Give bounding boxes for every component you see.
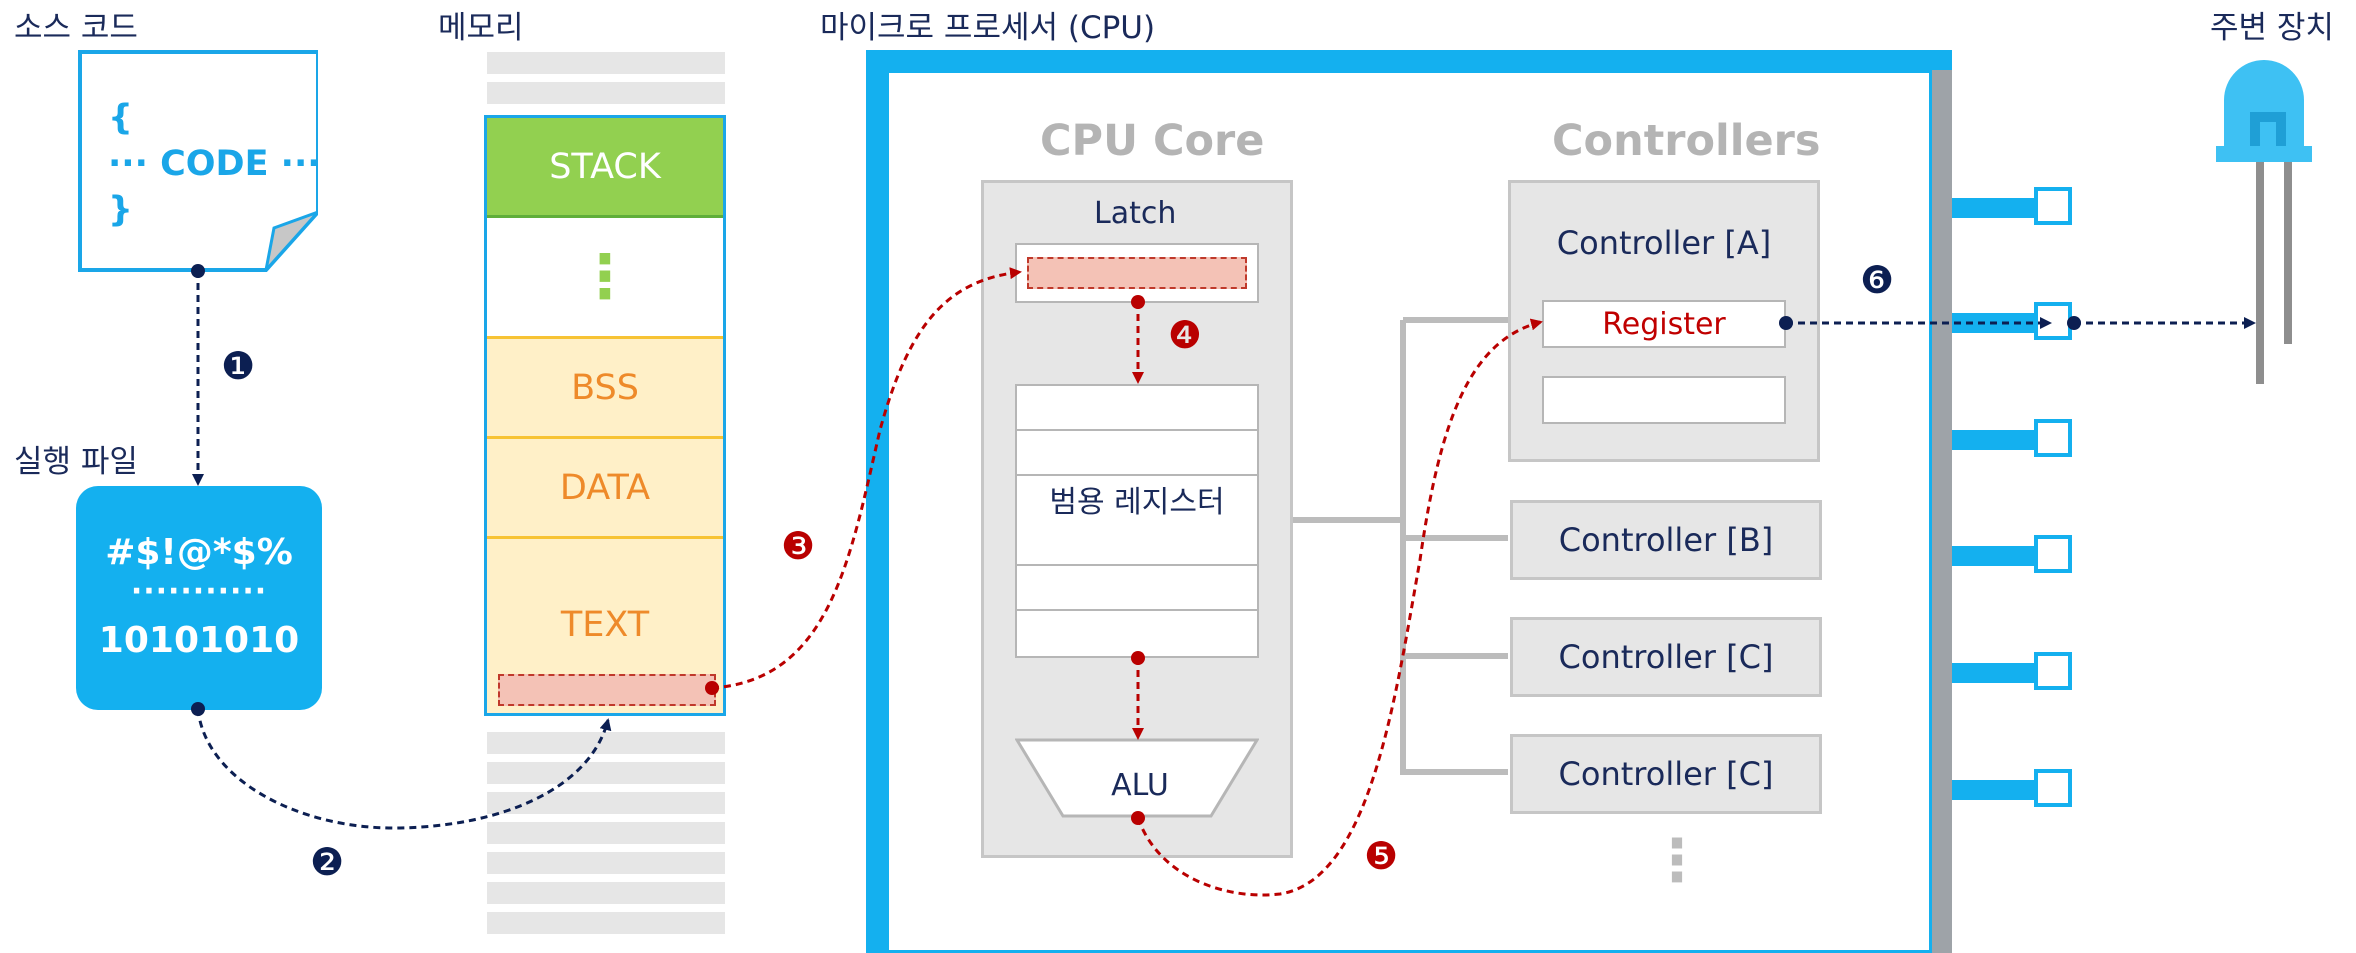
- cpu-header: 마이크로 프로세서 (CPU): [820, 10, 1156, 46]
- pin-pad-3: [2034, 419, 2072, 457]
- code-open-brace: {: [108, 98, 133, 138]
- step-5-marker: ❺: [1364, 834, 1399, 878]
- memory-header: 메모리: [438, 10, 524, 46]
- pin-5: [1952, 663, 2036, 683]
- data-segment: DATA: [487, 436, 723, 536]
- latch-slot: [1027, 257, 1247, 289]
- pin-3: [1952, 430, 2036, 450]
- pin-pad-5: [2034, 652, 2072, 690]
- instruction-highlight: [498, 674, 716, 706]
- source-code-document: { ··· CODE ··· }: [78, 50, 321, 272]
- arrow-decode: [1131, 295, 1145, 384]
- arrow-output: [1779, 316, 2256, 330]
- peripheral-header: 주변 장치: [2210, 10, 2334, 46]
- step-6-marker: ❻: [1860, 258, 1895, 302]
- stack-segment: STACK: [487, 118, 723, 218]
- bss-segment: BSS: [487, 336, 723, 436]
- cpu-frame-shadow: [1932, 70, 1952, 953]
- step-2-marker: ❷: [310, 840, 345, 884]
- code-label: ··· CODE ···: [108, 144, 321, 184]
- step-1-marker: ❶: [221, 344, 256, 388]
- pin-pad-1: [2034, 187, 2072, 225]
- alu-label: ALU: [1111, 768, 1169, 803]
- memory-block: STACK ⋮ BSS DATA TEXT: [484, 115, 726, 716]
- arrow-execute: [1131, 318, 1543, 897]
- controllers-title: Controllers: [1552, 116, 1821, 166]
- arrow-load: [191, 702, 612, 830]
- pin-4: [1952, 546, 2036, 566]
- controller-c-box-2: Controller [C]: [1510, 734, 1822, 814]
- controller-register-2: [1542, 376, 1786, 424]
- controller-bus: [1293, 317, 1508, 775]
- general-register-label: 범용 레지스터: [1017, 476, 1257, 521]
- memory-background: [487, 52, 725, 952]
- stack-growth-dots: ⋮: [575, 242, 635, 312]
- controller-c-box: Controller [C]: [1510, 617, 1822, 697]
- latch-box: [1015, 243, 1259, 303]
- controller-b-box: Controller [B]: [1510, 500, 1822, 580]
- latch-label: Latch: [1094, 196, 1177, 231]
- controller-register: Register: [1542, 300, 1786, 348]
- code-close-brace: }: [108, 190, 133, 230]
- executable-file-card: #$!@*$% ··········· 10101010: [76, 486, 322, 710]
- executable-binary: 10101010: [98, 620, 300, 661]
- general-register-stack: 범용 레지스터: [1015, 384, 1259, 658]
- document-icon: [78, 50, 318, 272]
- executable-symbols: #$!@*$%: [105, 532, 293, 573]
- step-3-marker: ❸: [781, 524, 816, 568]
- executable-dots: ···········: [130, 574, 268, 609]
- cpu-core-title: CPU Core: [1040, 116, 1265, 166]
- arrow-compile: [191, 264, 205, 486]
- pin-1: [1952, 198, 2036, 218]
- alu-shape: [1015, 738, 1259, 818]
- arrow-registers-to-alu: [1131, 651, 1145, 740]
- executable-header: 실행 파일: [14, 444, 138, 480]
- controller-a-label: Controller [A]: [1556, 224, 1772, 262]
- pin-pad-4: [2034, 535, 2072, 573]
- source-code-header: 소스 코드: [14, 10, 138, 46]
- pin-pad-6: [2034, 769, 2072, 807]
- step-4-marker: ❹: [1168, 313, 1203, 357]
- led-icon: [2216, 60, 2312, 384]
- pin-6: [1952, 780, 2036, 800]
- arrow-fetch: [705, 267, 1022, 695]
